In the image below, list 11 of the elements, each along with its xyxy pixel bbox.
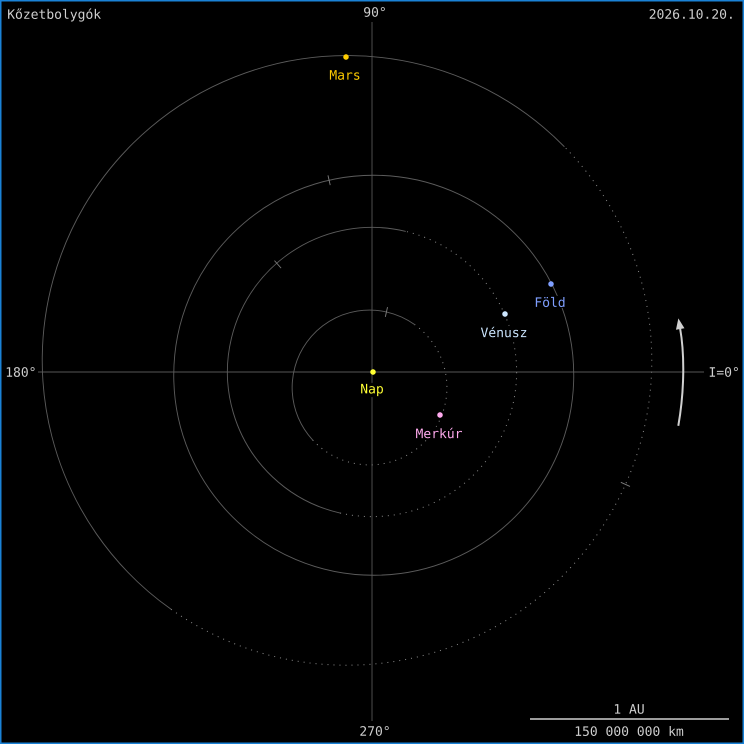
scale-label: 150 000 000 km (573, 724, 685, 738)
title: Kőzetbolygók (8, 8, 101, 22)
angle-label: 90° (362, 6, 388, 18)
scale-label: 1 AU (612, 703, 646, 715)
planet-name: Vénusz (480, 326, 528, 338)
planet-name: Mars (328, 69, 362, 81)
angle-label: 180° (4, 366, 38, 378)
angle-label: I=0° (708, 366, 741, 378)
date: 2026.10.20. (648, 8, 736, 20)
planet-name: Merkúr (414, 426, 464, 440)
angle-label: 270° (358, 725, 392, 737)
